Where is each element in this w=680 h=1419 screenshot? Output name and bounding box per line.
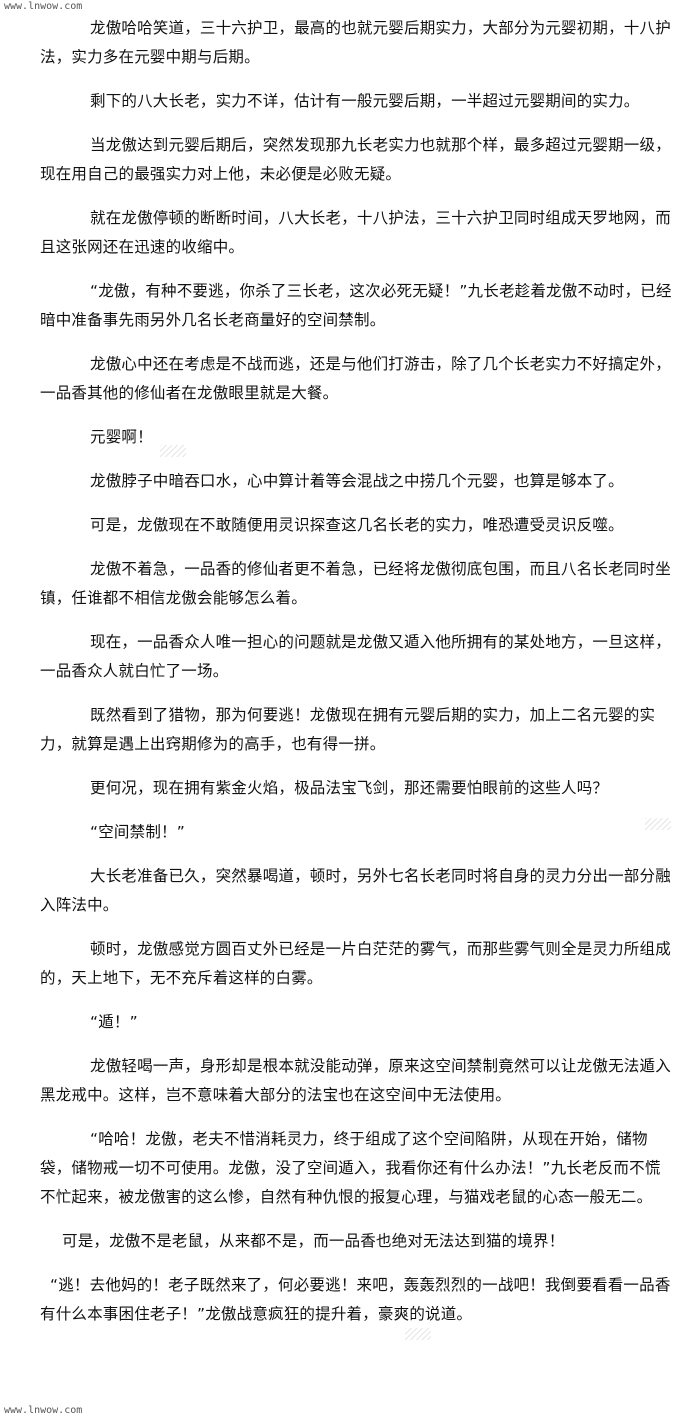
- paragraph-5: “龙傲，有种不要逃，你杀了三长老，这次必死无疑！”九长老趁着龙傲不动时，已经暗中…: [40, 282, 672, 329]
- watermark-top: www.lnwow.com: [4, 1, 83, 12]
- paragraph-11: 现在，一品香众人唯一担心的问题就是龙傲又遁入他所拥有的某处地方，一旦这样，一品香…: [40, 633, 671, 680]
- paragraph-16: 顿时，龙傲感觉方圆百丈外已经是一片白茫茫的雾气，而那些雾气则全是灵力所组成的，天…: [40, 940, 671, 987]
- paragraph-20: 可是，龙傲不是老鼠，从来都不是，而一品香也绝对无法达到猫的境界！: [62, 1232, 565, 1250]
- scan-smudge: [160, 445, 186, 457]
- paragraph-1: 龙傲哈哈笑道，三十六护卫，最高的也就元婴后期实力，大部分为元婴初期，十八护法，实…: [40, 19, 671, 66]
- paragraph-4: 就在龙傲停顿的断断时间，八大长老，十八护法，三十六护卫同时组成天罗地网，而且这张…: [40, 209, 671, 256]
- paragraph-15: 大长老准备已久，突然暴喝道，顿时，另外七名长老同时将自身的灵力分出一部分融入阵法…: [40, 867, 671, 914]
- paragraph-3: 当龙傲达到元婴后期后，突然发现那九长老实力也就那个样，最多超过元婴期一级，现在用…: [40, 136, 671, 183]
- scan-smudge: [405, 1328, 431, 1340]
- article-body: 龙傲哈哈笑道，三十六护卫，最高的也就元婴后期实力，大部分为元婴初期，十八护法，实…: [40, 14, 672, 1344]
- paragraph-17: “遁！”: [90, 1013, 138, 1031]
- paragraph-18: 龙傲轻喝一声，身形却是根本就没能动弹，原来这空间禁制竟然可以让龙傲无法遁入黑龙戒…: [40, 1057, 671, 1104]
- paragraph-2: 剩下的八大长老，实力不详，估计有一般元婴后期，一半超过元婴期间的实力。: [90, 92, 640, 110]
- paragraph-7: 元婴啊！: [90, 428, 153, 446]
- paragraph-13: 更何况，现在拥有紫金火焰，极品法宝飞剑，那还需要怕眼前的这些人吗？: [90, 779, 609, 797]
- paragraph-9: 可是，龙傲现在不敢随便用灵识探查这几名长老的实力，唯恐遭受灵识反噬。: [90, 516, 624, 534]
- paragraph-8: 龙傲脖子中暗吞口水，心中算计着等会混战之中捞几个元婴，也算是够本了。: [90, 472, 624, 490]
- paragraph-14: “空间禁制！”: [90, 823, 185, 841]
- paragraph-10: 龙傲不着急，一品香的修仙者更不着急，已经将龙傲彻底包围，而且八名长老同时坐镇，任…: [40, 560, 671, 607]
- watermark-bottom: www.lnwow.com: [4, 1405, 83, 1416]
- paragraph-21: “逃！去他妈的！老子既然来了，何必要逃！来吧，轰轰烈烈的一战吧！我倒要看看一品香…: [40, 1276, 671, 1323]
- paragraph-19: “哈哈！龙傲，老夫不惜消耗灵力，终于组成了这个空间陷阱，从现在开始，储物袋，储物…: [40, 1130, 661, 1206]
- paragraph-12: 既然看到了猎物，那为何要逃！龙傲现在拥有元婴后期的实力，加上二名元婴的实力，就算…: [40, 706, 656, 753]
- scan-smudge: [645, 818, 671, 830]
- paragraph-6: 龙傲心中还在考虑是不战而逃，还是与他们打游击，除了几个长老实力不好搞定外，一品香…: [40, 355, 671, 402]
